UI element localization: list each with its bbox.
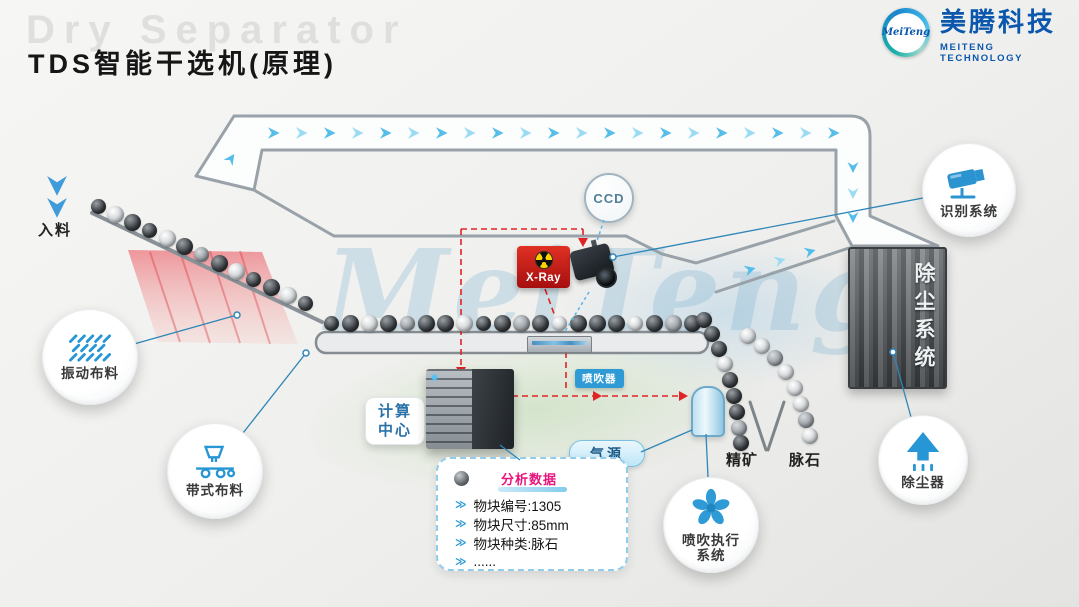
badge-label: 喷吹执行 系统 — [682, 533, 740, 563]
bullet-chevron-icon: ≫ — [455, 556, 467, 568]
airflow-arrow-icon — [520, 127, 532, 139]
product-splitter — [748, 400, 786, 452]
airflow-arrow-icon — [324, 127, 336, 139]
airflow-arrow-icon — [688, 127, 700, 139]
dust-removal-unit: 除尘系统 — [848, 247, 947, 389]
airflow-arrow-icon — [800, 127, 812, 139]
computing-server — [426, 369, 514, 449]
analysis-panel-header: 分析数据 — [454, 469, 616, 492]
xray-source: X-Ray — [517, 246, 570, 288]
sprayer-tag: 喷吹器 — [575, 369, 624, 388]
computing-center-tag: 计算 中心 — [365, 397, 425, 445]
camera-lens-icon — [596, 267, 617, 288]
server-side-panel — [471, 369, 514, 449]
surveillance-camera-icon — [947, 168, 985, 198]
airflow-arrow-icon — [492, 127, 504, 139]
radiation-icon — [534, 250, 553, 269]
airflow-arrow-icon — [408, 127, 420, 139]
airflow-arrow-icon — [576, 127, 588, 139]
badge-recognition-system: 识别系统 — [922, 143, 1016, 237]
airflow-arrow-icon — [604, 127, 616, 139]
badge-vibrating-feeder: 振动布料 — [42, 309, 138, 405]
airflow-arrow-icon — [380, 127, 392, 139]
sample-ball-icon — [454, 471, 469, 486]
badge-label: 振动布料 — [61, 365, 119, 381]
airflow-arrow-icon — [436, 127, 448, 139]
airflow-arrow-icon — [847, 162, 859, 173]
control-signal-lines — [460, 228, 682, 397]
analysis-row: ≫ 物块尺寸:85mm — [455, 514, 616, 533]
airflow-arrow-icon — [847, 188, 859, 199]
bullet-chevron-icon: ≫ — [455, 518, 467, 530]
belt-scanner — [527, 336, 592, 353]
airflow-arrow-icon — [744, 127, 756, 139]
badge-label-line1: 喷吹执行 — [682, 533, 740, 548]
conveyor-belt — [314, 330, 710, 355]
airflow-arrow-icon — [548, 127, 560, 139]
badge-belt-feeder: 带式布料 — [167, 423, 263, 519]
computing-center-line2: 中心 — [377, 422, 412, 439]
airflow-arrow-icon — [773, 256, 786, 268]
airflow-arrow-icon — [352, 127, 364, 139]
air-nozzle — [691, 386, 725, 437]
airflow-arrow-icon — [772, 127, 784, 139]
brand-logo-script: MeiTeng — [882, 12, 930, 53]
brand-logo: MeiTeng 美腾科技 MEITENG TECHNOLOGY — [882, 7, 1079, 64]
gangue-label: 脉石 — [789, 452, 822, 469]
background-watermark-en: Dry Separator — [26, 8, 408, 52]
fan-icon — [692, 488, 730, 525]
airflow-arrow-icon — [296, 127, 308, 139]
brand-logo-text: 美腾科技 MEITENG TECHNOLOGY — [940, 7, 1079, 64]
badge-label: 带式布料 — [186, 482, 244, 498]
bullet-chevron-icon: ≫ — [455, 499, 467, 511]
air-duct — [194, 114, 940, 248]
belt-scanner-display — [532, 341, 587, 345]
analysis-value: 物块编号:1305 — [473, 498, 562, 514]
brand-logo-icon: MeiTeng — [882, 8, 930, 57]
computing-center-line1: 计算 — [377, 403, 412, 420]
dust-collector-icon — [906, 431, 940, 471]
belt-feeder-icon — [196, 445, 236, 478]
badge-dust-collector: 除尘器 — [878, 415, 968, 505]
ccd-camera-label: CCD — [584, 173, 634, 223]
analysis-value: 物块种类:脉石 — [473, 536, 559, 552]
analysis-panel: 分析数据 ≫ 物块编号:1305 ≫ 物块尺寸:85mm ≫ 物块种类:脉石 ≫… — [436, 457, 628, 571]
airflow-arrow-icon — [47, 176, 67, 196]
page-title: TDS智能干选机(原理) — [28, 49, 337, 79]
airflow-arrow-icon — [632, 127, 644, 139]
badge-blowing-system: 喷吹执行 系统 — [663, 477, 759, 573]
analysis-tag: 分析数据 — [497, 469, 568, 492]
analysis-value: 物块尺寸:85mm — [473, 517, 569, 533]
concentrate-label: 精矿 — [726, 452, 759, 469]
analysis-row: ≫ 物块编号:1305 — [455, 495, 616, 514]
vibrating-feeder-icon — [68, 333, 111, 362]
feed-label: 入料 — [38, 222, 73, 239]
bullet-chevron-icon: ≫ — [455, 537, 467, 549]
badge-label-line2: 系统 — [696, 548, 726, 563]
airflow-arrow-icon — [828, 127, 840, 139]
discharge-duct — [714, 246, 851, 294]
airflow-arrow-icon — [223, 153, 235, 167]
server-front-panel — [426, 369, 472, 449]
brand-name-cn: 美腾科技 — [940, 7, 1057, 37]
badge-label: 除尘器 — [901, 474, 945, 490]
badge-label: 识别系统 — [940, 203, 998, 219]
airflow-arrow-icon — [47, 198, 67, 218]
analysis-row: ≫ ...... — [455, 552, 616, 571]
airflow-arrow-icon — [660, 127, 672, 139]
brand-name-en: MEITENG TECHNOLOGY — [940, 41, 1024, 64]
server-led — [432, 375, 437, 380]
analysis-row: ≫ 物块种类:脉石 — [455, 533, 616, 552]
airflow-arrow-icon — [464, 127, 476, 139]
xray-label: X-Ray — [525, 271, 562, 284]
airflow-arrow-icon — [803, 247, 816, 259]
analysis-value: ...... — [473, 554, 497, 569]
dust-system-label: 除尘系统 — [912, 262, 935, 374]
airflow-arrow-icon — [716, 127, 728, 139]
airflow-arrow-icon — [268, 127, 280, 139]
airflow-arrow-icon — [743, 265, 756, 277]
ccd-camera-device — [568, 239, 622, 294]
